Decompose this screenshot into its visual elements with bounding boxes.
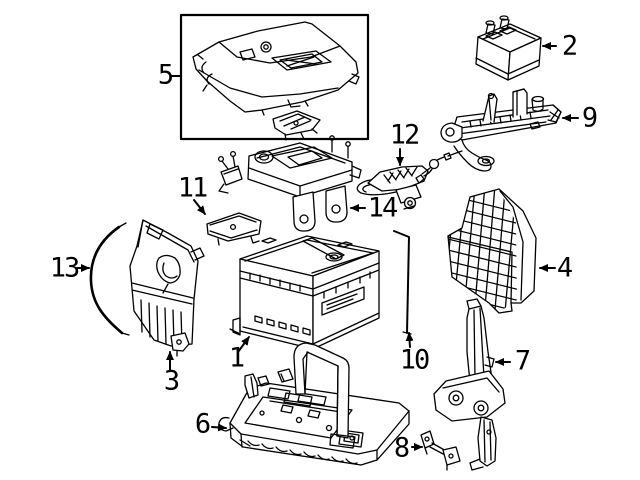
callout-arrow-1 [237, 336, 250, 353]
callout-arrow-10 [405, 332, 414, 348]
callout-label-8[interactable]: 8 [393, 432, 410, 464]
callout-label-4[interactable]: 4 [556, 252, 573, 284]
callout-arrow-6 [211, 423, 227, 432]
callout-label-13[interactable]: 13 [49, 252, 80, 284]
callout-label-11[interactable]: 11 [177, 172, 208, 204]
part-1-battery [229, 235, 380, 350]
part-9-mounting-bracket [440, 88, 562, 172]
part-14-fuse-bracket-assembly [217, 135, 362, 232]
part-10-hold-down-rod [393, 230, 412, 335]
part-7-support-bracket [433, 298, 506, 471]
part-6-battery-tray [218, 342, 410, 466]
cover-mounting-pad [272, 110, 321, 141]
inset-box-frame [179, 13, 370, 141]
part-12-sensor-cable [356, 150, 463, 210]
callout-label-12[interactable]: 12 [389, 119, 420, 151]
callout-label-2[interactable]: 2 [561, 30, 578, 62]
callout-label-1[interactable]: 1 [228, 342, 245, 374]
callout-label-14[interactable]: 14 [367, 192, 398, 224]
callout-label-9[interactable]: 9 [581, 102, 598, 134]
callout-arrows [76, 42, 579, 451]
callout-label-10[interactable]: 10 [399, 344, 430, 376]
part-13-vent-hose [89, 222, 130, 336]
part-5-battery-cover [192, 21, 360, 116]
part-8-clamp-bracket [420, 430, 461, 471]
callout-label-7[interactable]: 7 [514, 345, 531, 377]
callout-label-5[interactable]: 5 [157, 59, 174, 91]
part-3-side-bracket-panel [129, 219, 205, 357]
callout-label-6[interactable]: 6 [194, 408, 211, 440]
callout-label-3[interactable]: 3 [163, 365, 180, 397]
part-11-small-cover [206, 212, 262, 246]
callout-arrow-11 [193, 199, 206, 215]
part-4-insulator-block [447, 188, 537, 314]
part-2-auxiliary-battery [475, 15, 542, 81]
